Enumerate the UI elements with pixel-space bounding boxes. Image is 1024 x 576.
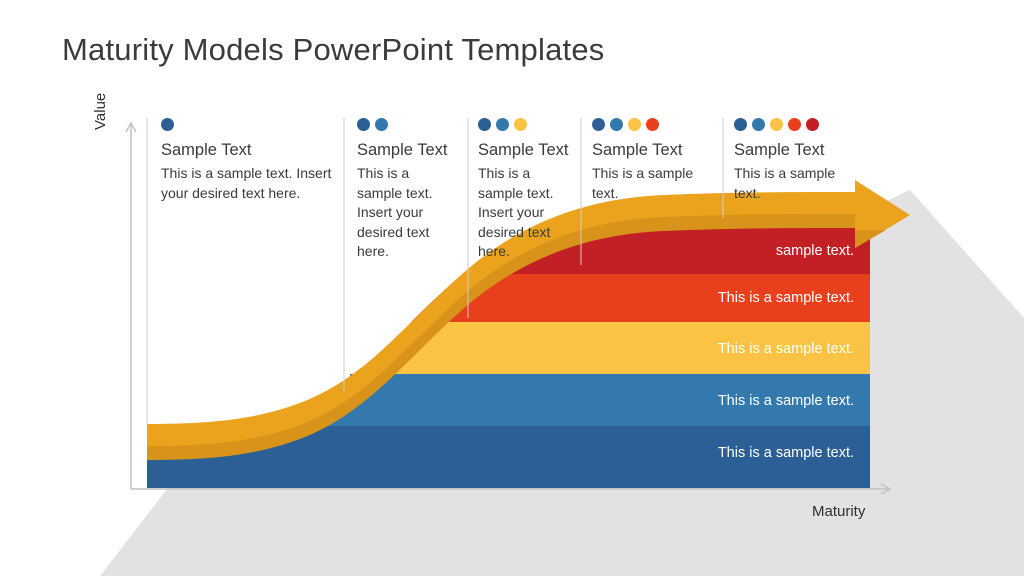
stage-3-dots (478, 118, 573, 131)
stage-4-dots (592, 118, 717, 131)
band-label-blue: This is a sample text. (717, 393, 854, 409)
maturity-dot (752, 118, 765, 131)
maturity-dot (496, 118, 509, 131)
stage-5-body: This is a sample text. (734, 165, 836, 201)
maturity-dot (592, 118, 605, 131)
stage-3-body: This is a sample text. Insert your desir… (478, 165, 554, 259)
stage-column-3[interactable]: Sample Text This is a sample text. Inser… (478, 118, 573, 262)
stage-1-body: This is a sample text. Insert your desir… (161, 165, 332, 201)
maturity-dot (161, 118, 174, 131)
stage-1-title: Sample Text (161, 141, 252, 159)
maturity-dot (770, 118, 783, 131)
stage-5-dots (734, 118, 862, 131)
maturity-dot (478, 118, 491, 131)
maturity-dot (357, 118, 370, 131)
stage-1-dots (161, 118, 336, 131)
stage-column-5[interactable]: Sample Text This is a sample text. (734, 118, 862, 203)
band-label-yellow: This is a sample text. (717, 341, 854, 357)
stage-2-title: Sample Text (357, 141, 448, 159)
band-label-dark-blue: This is a sample text. (717, 445, 854, 461)
stage-column-4[interactable]: Sample Text This is a sample text. (592, 118, 717, 203)
band-label-orange-red: This is a sample text. (717, 290, 854, 306)
maturity-dot (628, 118, 641, 131)
x-axis-label: Maturity (812, 503, 866, 520)
maturity-dot (610, 118, 623, 131)
slide-shadow (100, 488, 1024, 576)
s-curve-arrowhead-shade (855, 230, 886, 248)
stage-2-dots (357, 118, 457, 131)
stage-2-body: This is a sample text. Insert your desir… (357, 165, 433, 259)
maturity-dot (514, 118, 527, 131)
maturity-dot (788, 118, 801, 131)
x-axis-arrowhead (880, 483, 892, 495)
y-axis-arrowhead (125, 121, 137, 133)
slide-shadow-block (868, 212, 910, 488)
maturity-dot (806, 118, 819, 131)
stage-5-title: Sample Text (734, 141, 825, 159)
stage-column-1[interactable]: Sample Text This is a sample text. Inser… (161, 118, 336, 203)
maturity-dot (646, 118, 659, 131)
stage-column-2[interactable]: Sample Text This is a sample text. Inser… (357, 118, 457, 262)
stage-4-title: Sample Text (592, 141, 683, 159)
maturity-dot (734, 118, 747, 131)
maturity-dot (375, 118, 388, 131)
y-axis-label: Value (92, 92, 109, 130)
stage-3-title: Sample Text (478, 141, 569, 159)
page-title: Maturity Models PowerPoint Templates (62, 32, 605, 67)
band-label-dark-red: sample text. (775, 243, 854, 259)
stage-4-body: This is a sample text. (592, 165, 694, 201)
